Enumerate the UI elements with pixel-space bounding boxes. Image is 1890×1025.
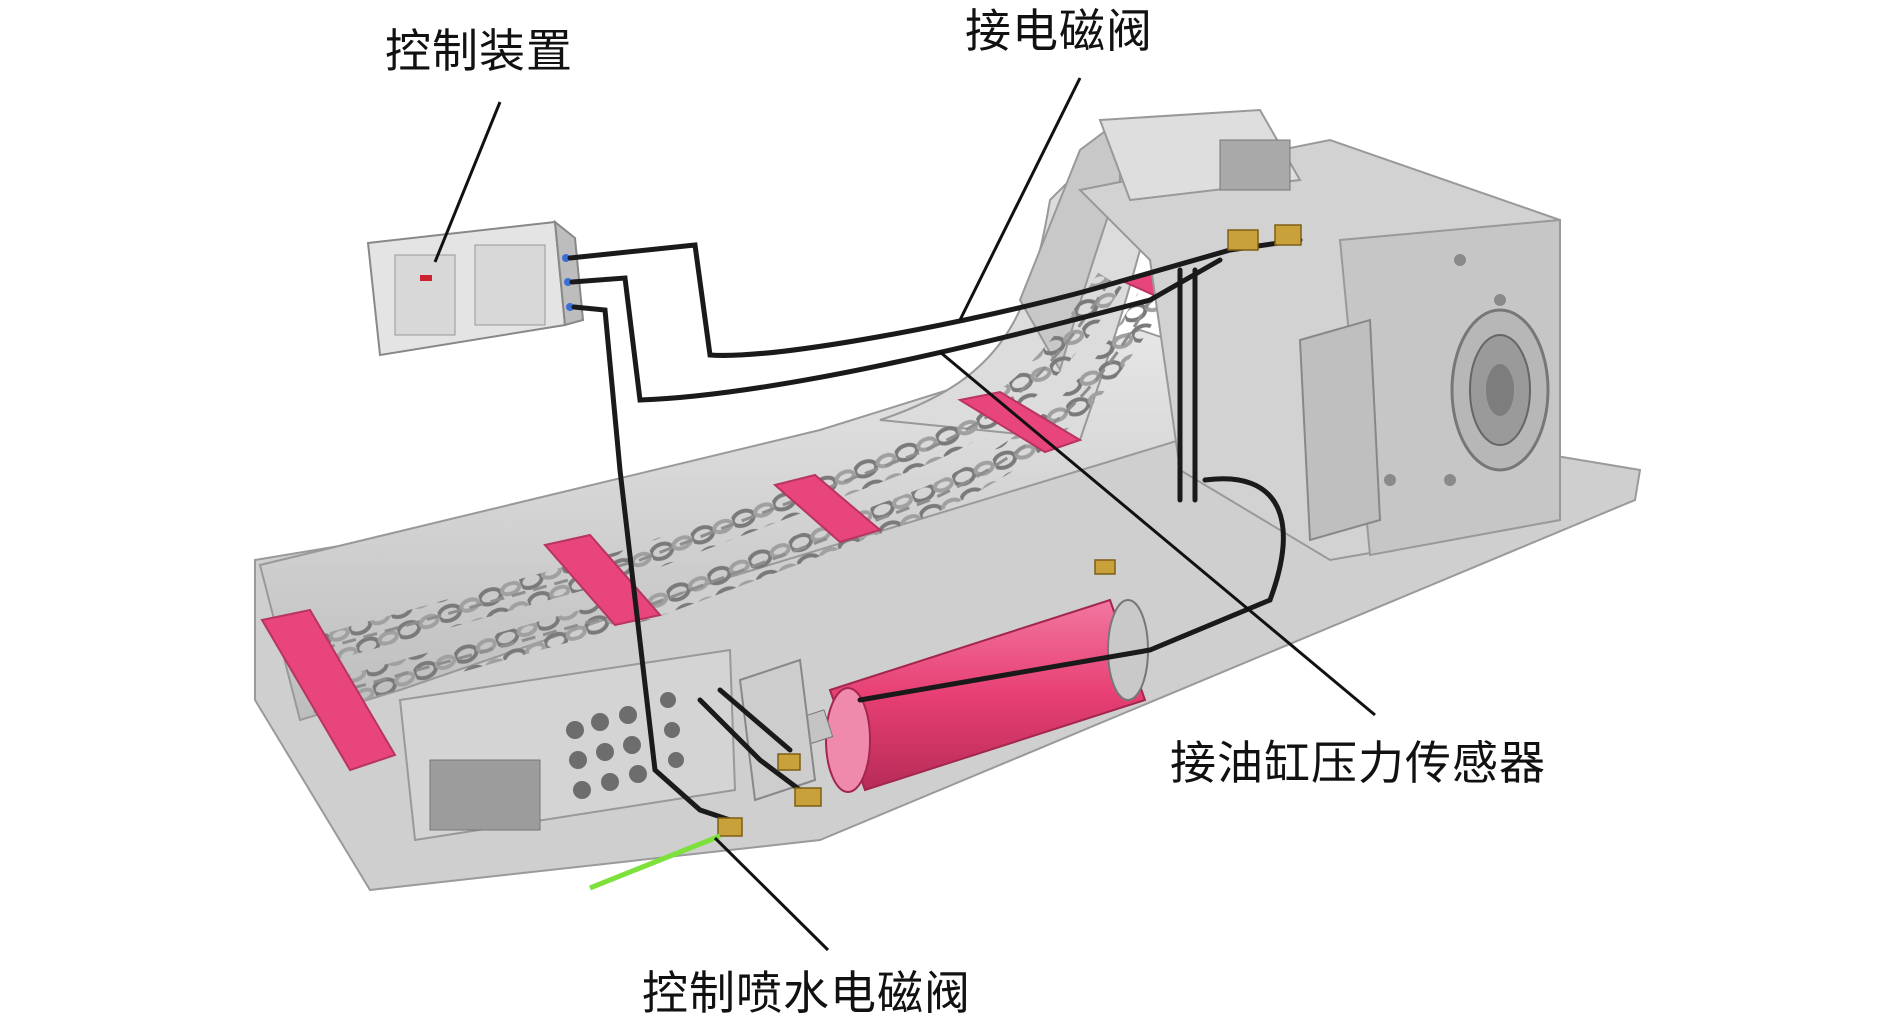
chain-line-left <box>299 279 1112 657</box>
cables <box>567 237 1303 823</box>
side-ladder-frame <box>1298 318 1382 542</box>
water-pipe <box>589 833 721 891</box>
flight-bar-2 <box>543 533 662 627</box>
leader-lines <box>433 77 1376 952</box>
frame-holes <box>566 692 684 799</box>
label-pressure-sensor: 接油缸压力传感器 <box>1170 736 1546 790</box>
flight-bar-1 <box>260 608 397 772</box>
front-recess <box>429 759 541 831</box>
flight-bar-3 <box>772 473 883 544</box>
label-solenoid-valve: 接电磁阀 <box>965 4 1153 58</box>
flight-bar-4 <box>957 390 1083 454</box>
drive-motor-hub <box>1450 308 1550 472</box>
label-spray-valve: 控制喷水电磁阀 <box>642 966 971 1020</box>
brass-fittings <box>717 224 1302 837</box>
label-control-device: 控制装置 <box>385 24 573 78</box>
control-device-box <box>366 219 585 357</box>
